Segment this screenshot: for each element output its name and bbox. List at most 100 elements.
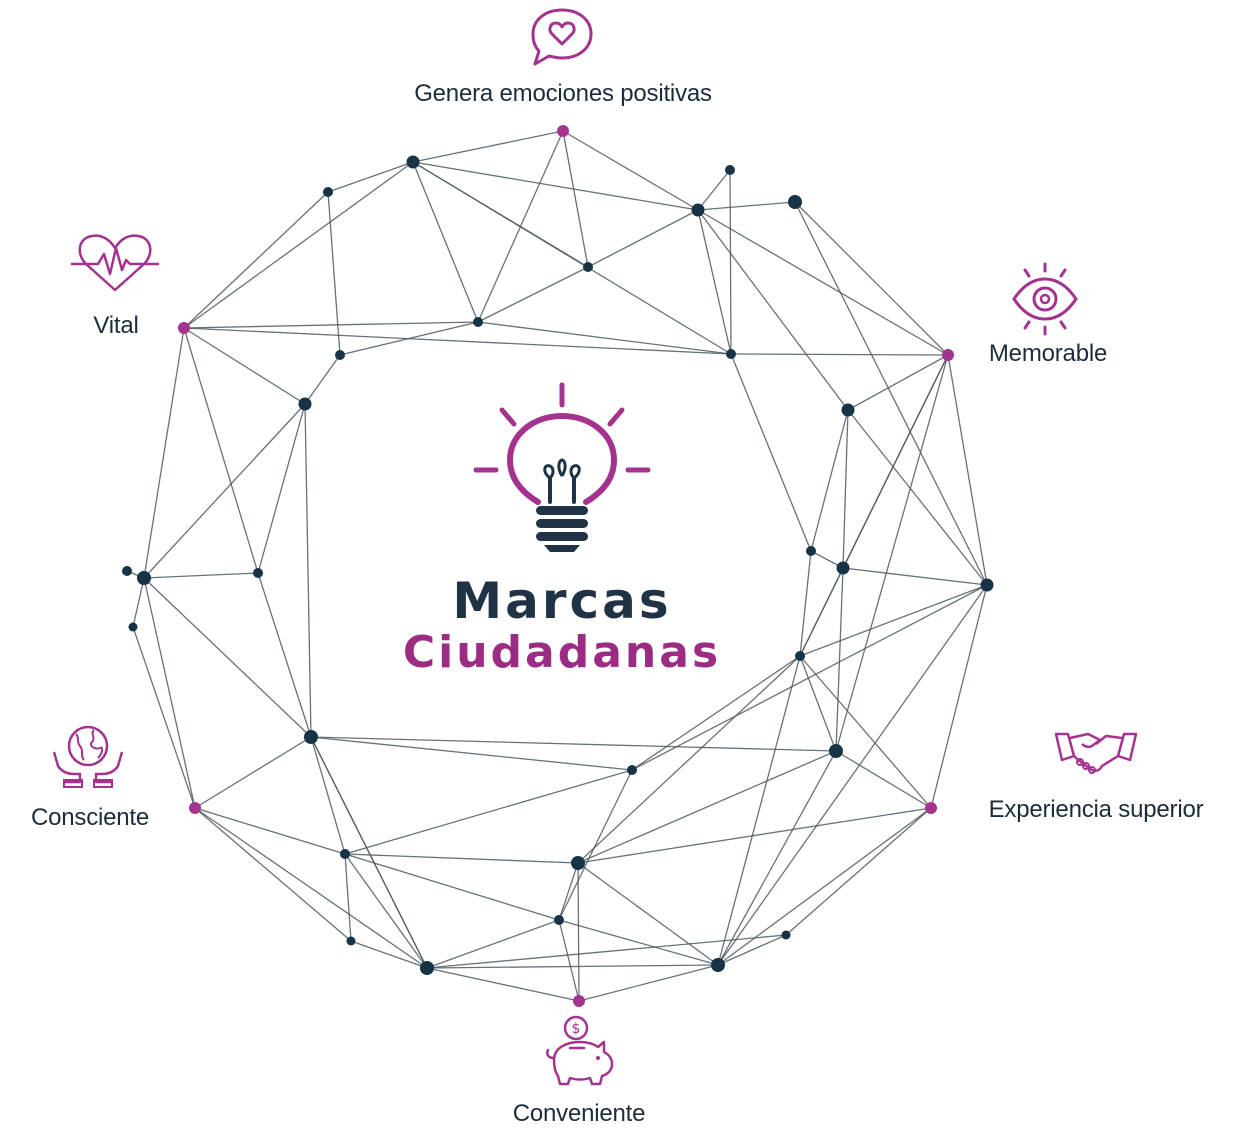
network-edge [344,853,428,969]
network-edge [327,161,414,193]
network-edge [558,862,579,921]
network-edge [577,807,932,864]
network-edge [810,409,849,552]
network-edge [412,161,732,355]
network-edge [697,169,731,211]
network-edge [143,327,185,579]
network-edge [310,736,428,969]
network-node [340,849,350,859]
network-edge [558,919,719,966]
network-node [788,195,802,209]
network-edge [426,919,560,969]
svg-text:$: $ [572,1021,581,1037]
network-edge [477,266,589,323]
network-edge [785,807,932,936]
network-node-accent [925,802,937,814]
network-edge [799,550,812,657]
network-edge [143,572,259,579]
network-edge [842,409,849,569]
network-edge [577,862,580,1002]
network-edge [729,169,732,355]
network-edge [310,736,837,752]
label-genera-emociones-positivas: Genera emociones positivas [414,80,712,107]
network-edge [578,964,719,1002]
network-node [571,856,585,870]
network-edge [799,567,844,657]
label-conveniente: Conveniente [512,1100,646,1127]
network-node [335,350,345,360]
network-node [323,187,333,197]
network-edge [304,403,312,738]
title-marcas: Marcas [452,572,672,630]
network-edge [577,750,837,864]
network-edge [562,130,589,268]
heartbeat-icon [70,230,160,296]
network-edge [183,327,732,355]
globe-hands-icon [50,722,126,788]
network-edge [327,191,341,356]
network-node [122,566,132,576]
network-edge [132,626,196,809]
network-edge [631,584,988,771]
network-edge [194,807,346,855]
network-edge [143,577,196,809]
network-edge [730,353,812,552]
network-edge [558,769,633,921]
network-node [726,349,736,359]
network-edge [132,577,145,628]
eye-icon [1008,262,1082,336]
network-edge [183,327,259,574]
network-edge [344,853,352,942]
network-edge [717,934,787,966]
network-edge [842,567,988,586]
network-edge [310,736,346,855]
network-node [841,403,855,417]
lightbulb-icon [472,380,652,565]
network-node-accent [189,802,201,814]
network-edge [835,750,932,809]
heart-speech-bubble-icon [527,6,597,68]
network-edge [344,769,633,855]
title-ciudadanas: Ciudadanas [402,627,722,678]
network-edge [412,130,564,163]
network-edge [426,934,787,969]
network-edge [194,736,312,809]
network-edge [183,321,479,329]
network-edge [717,584,988,966]
network-edge [426,964,719,969]
network-node [346,936,356,946]
network-edge [799,655,837,752]
network-edge [183,327,306,405]
network-node [725,165,735,175]
network-edge [558,919,580,1002]
network-edge [477,321,732,355]
network-node [627,765,637,775]
network-node [406,155,420,169]
network-edge [717,655,801,966]
network-edge [587,209,699,268]
network-edge [631,655,801,771]
network-node [806,546,816,556]
network-edge [835,567,844,752]
network-edge [697,209,949,356]
network-edge [183,191,329,329]
network-node [554,915,564,925]
network-edge [794,201,949,356]
network-node [137,571,151,585]
network-node [583,262,593,272]
network-node [253,568,263,578]
network-edge [947,354,988,586]
network-edge [412,161,479,323]
network-node [980,578,994,592]
network-edge [344,853,560,921]
label-memorable: Memorable [988,340,1108,367]
network-edge [344,853,579,864]
network-node [829,744,843,758]
network-edge [799,584,988,657]
network-edge [577,862,719,966]
network-edge [577,655,801,864]
network-node-accent [178,322,190,334]
network-edge [350,940,428,969]
network-edge [847,354,949,411]
